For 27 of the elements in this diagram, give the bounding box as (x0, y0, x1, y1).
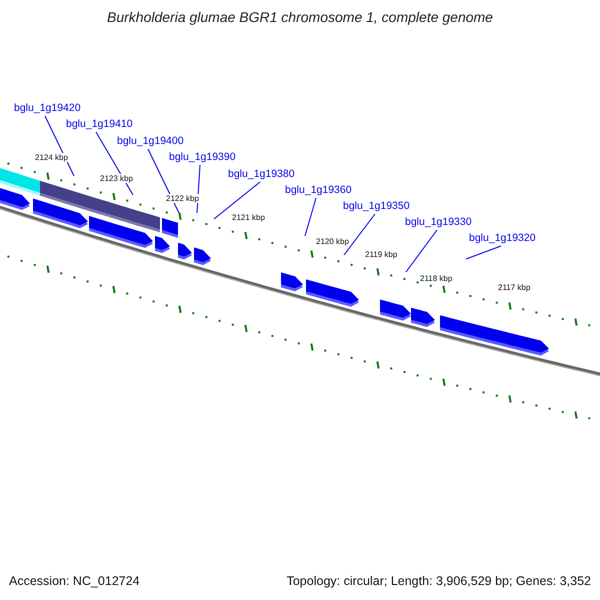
leader-line (148, 148, 180, 214)
gene-label: bglu_1g19330 (405, 216, 472, 229)
leader-line (466, 246, 502, 260)
position-label: 2124 kbp (35, 153, 68, 162)
footer-text: Accession: NC_012724 (9, 574, 140, 588)
gene-label: bglu_1g19320 (469, 232, 536, 245)
gene-label: bglu_1g19400 (117, 135, 184, 148)
leader-line (304, 198, 316, 236)
gene-label: bglu_1g19420 (14, 102, 81, 115)
gene-label: bglu_1g19350 (343, 200, 410, 213)
title: Burkholderia glumae BGR1 chromosome 1, complete genome (106, 9, 494, 25)
gene-label: bglu_1g19410 (66, 118, 133, 131)
leader-line (406, 230, 438, 272)
position-label: 2120 kbp (316, 237, 349, 246)
gene-label: bglu_1g19360 (285, 184, 352, 197)
leader-line (214, 182, 260, 220)
position-label: 2122 kbp (166, 194, 199, 203)
leader-line (344, 214, 376, 256)
position-label: 2119 kbp (365, 250, 398, 259)
leader-line (96, 132, 134, 196)
position-label: 2123 kbp (100, 174, 133, 183)
position-label: 2118 kbp (420, 274, 452, 283)
position-label: 2121 kbp (232, 213, 265, 222)
footer-text: Topology: circular; Length: 3,906,529 bp; Genes: 3,352 (286, 574, 591, 588)
gene-label: bglu_1g19390 (169, 151, 236, 164)
position-label: 2117 kbp (498, 283, 530, 292)
gene-label: bglu_1g19380 (228, 168, 295, 181)
